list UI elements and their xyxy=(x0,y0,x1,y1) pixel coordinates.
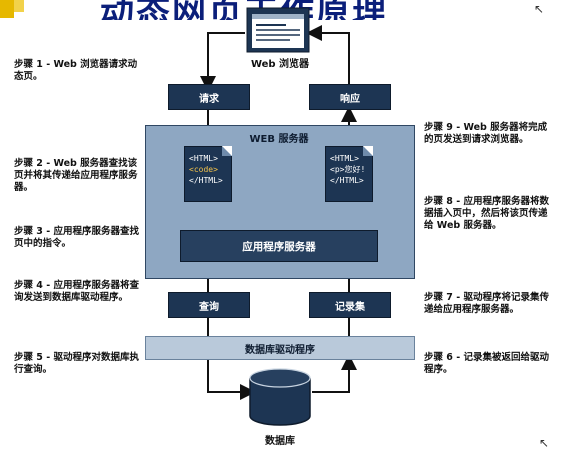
slide-title-band: 动态网页工作原理 xyxy=(0,0,566,20)
title-accent-shape-small xyxy=(14,0,24,12)
web-server-title: WEB 服务器 xyxy=(249,134,309,145)
mouse-cursor-icon-bottom: ↖ xyxy=(539,436,550,450)
document-fold-icon xyxy=(222,146,232,156)
doc-right-line2: <p>您好! xyxy=(330,165,366,174)
step-8-text: 步骤 8 - 应用程序服务器将数据插入页中，然后将该页传递给 Web 服务器。 xyxy=(424,196,549,231)
arrow-driver-to-database xyxy=(207,358,256,400)
step-7-text: 步骤 7 - 驱动程序将记录集传递给应用程序服务器。 xyxy=(424,292,549,315)
doc-left-line2: <code> xyxy=(189,165,218,174)
response-box: 响应 xyxy=(309,84,391,110)
arrow-response-to-browser xyxy=(306,25,350,84)
page-source-document-icon: <HTML> <code> </HTML> xyxy=(184,146,232,202)
application-server-box: 应用程序服务器 xyxy=(180,230,378,262)
database-cylinder-icon xyxy=(249,368,311,426)
doc-left-line3: </HTML> xyxy=(189,176,223,185)
page-output-document-icon: <HTML> <p>您好! </HTML> xyxy=(325,146,373,202)
database-label: 数据库 xyxy=(265,436,295,447)
doc-right-line3: </HTML> xyxy=(330,176,364,185)
recordset-box: 记录集 xyxy=(309,292,391,318)
mouse-cursor-icon: ↖ xyxy=(534,2,545,16)
step-5-text: 步骤 5 - 驱动程序对数据库执行查询。 xyxy=(14,352,139,375)
step-3-text: 步骤 3 - 应用程序服务器查找页中的指令。 xyxy=(14,226,139,249)
document-fold-icon xyxy=(363,146,373,156)
query-box: 查询 xyxy=(168,292,250,318)
step-4-text: 步骤 4 - 应用程序服务器将查询发送到数据库驱动程序。 xyxy=(14,280,139,303)
arrow-browser-to-request xyxy=(200,32,245,92)
step-6-text: 步骤 6 - 记录集被返回给驱动程序。 xyxy=(424,352,549,375)
slide-title: 动态网页工作原理 xyxy=(100,0,388,20)
database-driver-bar: 数据库驱动程序 xyxy=(145,336,415,360)
step-1-text: 步骤 1 - Web 浏览器请求动态页。 xyxy=(14,59,138,82)
doc-right-line1: <HTML> xyxy=(330,154,359,163)
step-2-text: 步骤 2 - Web 服务器查找该页并将其传递给应用程序服务器。 xyxy=(14,158,138,193)
title-accent-shape xyxy=(0,0,14,18)
doc-left-line1: <HTML> xyxy=(189,154,218,163)
web-browser-label: Web 浏览器 xyxy=(250,59,310,70)
arrow-database-to-driver xyxy=(312,354,357,393)
web-browser-window-icon xyxy=(246,7,310,53)
request-box: 请求 xyxy=(168,84,250,110)
step-9-text: 步骤 9 - Web 服务器将完成的页发送到请求浏览器。 xyxy=(424,122,548,145)
